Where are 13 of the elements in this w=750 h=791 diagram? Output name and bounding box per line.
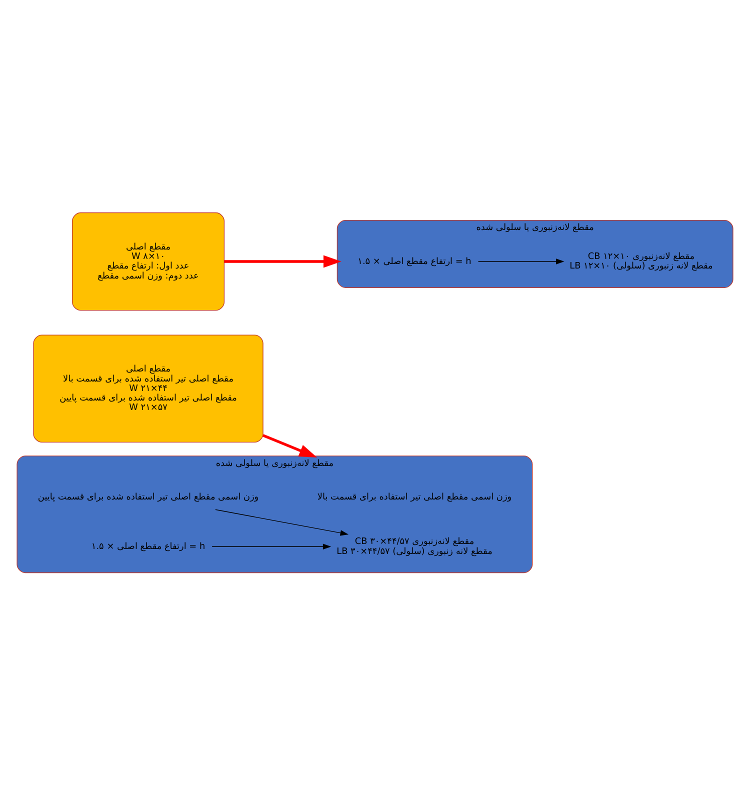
node-box: مقطع اصلی W ۸×۱۰ عدد اول: ارتفاع مقطع عدد دوم: وزن اسمی مقطع xyxy=(72,212,225,311)
node-text: وزن اسمی مقطع اصلی تیر استفاده شده برای قسمت پایین xyxy=(38,492,259,503)
arrow xyxy=(215,509,349,536)
node-text: CB ۱۲×۱۰ مقطع لانه‌زنبوری LB ۱۲×۱۰ مقطع لانه زنبوری (سلولی) xyxy=(570,252,713,272)
node-text: وزن اسمی مقطع اصلی تیر استفاده برای قسمت بالا xyxy=(317,492,512,503)
arrow xyxy=(212,544,332,550)
node-text: CB ۳۰×۴۴/۵۷ مقطع لانه‌زنبوری LB ۳۰×۴۴/۵۷ مقطع لانه زنبوری (سلولی) xyxy=(336,537,492,557)
node-box: مقطع اصلی مقطع اصلی تیر استفاده شده برای قسمت بالا W ۲۱×۴۴ مقطع اصلی تیر استفاده شده برای قسمت پایین W ۲۱×۵۷ xyxy=(33,334,264,443)
node-text: ارتفاع مقطع اصلی × ۱.۵ = h xyxy=(91,542,206,552)
arrow xyxy=(478,258,564,264)
arrow xyxy=(262,434,318,458)
node-text: ارتفاع مقطع اصلی × ۱.۵ = h xyxy=(358,256,472,267)
arrow xyxy=(224,255,342,268)
